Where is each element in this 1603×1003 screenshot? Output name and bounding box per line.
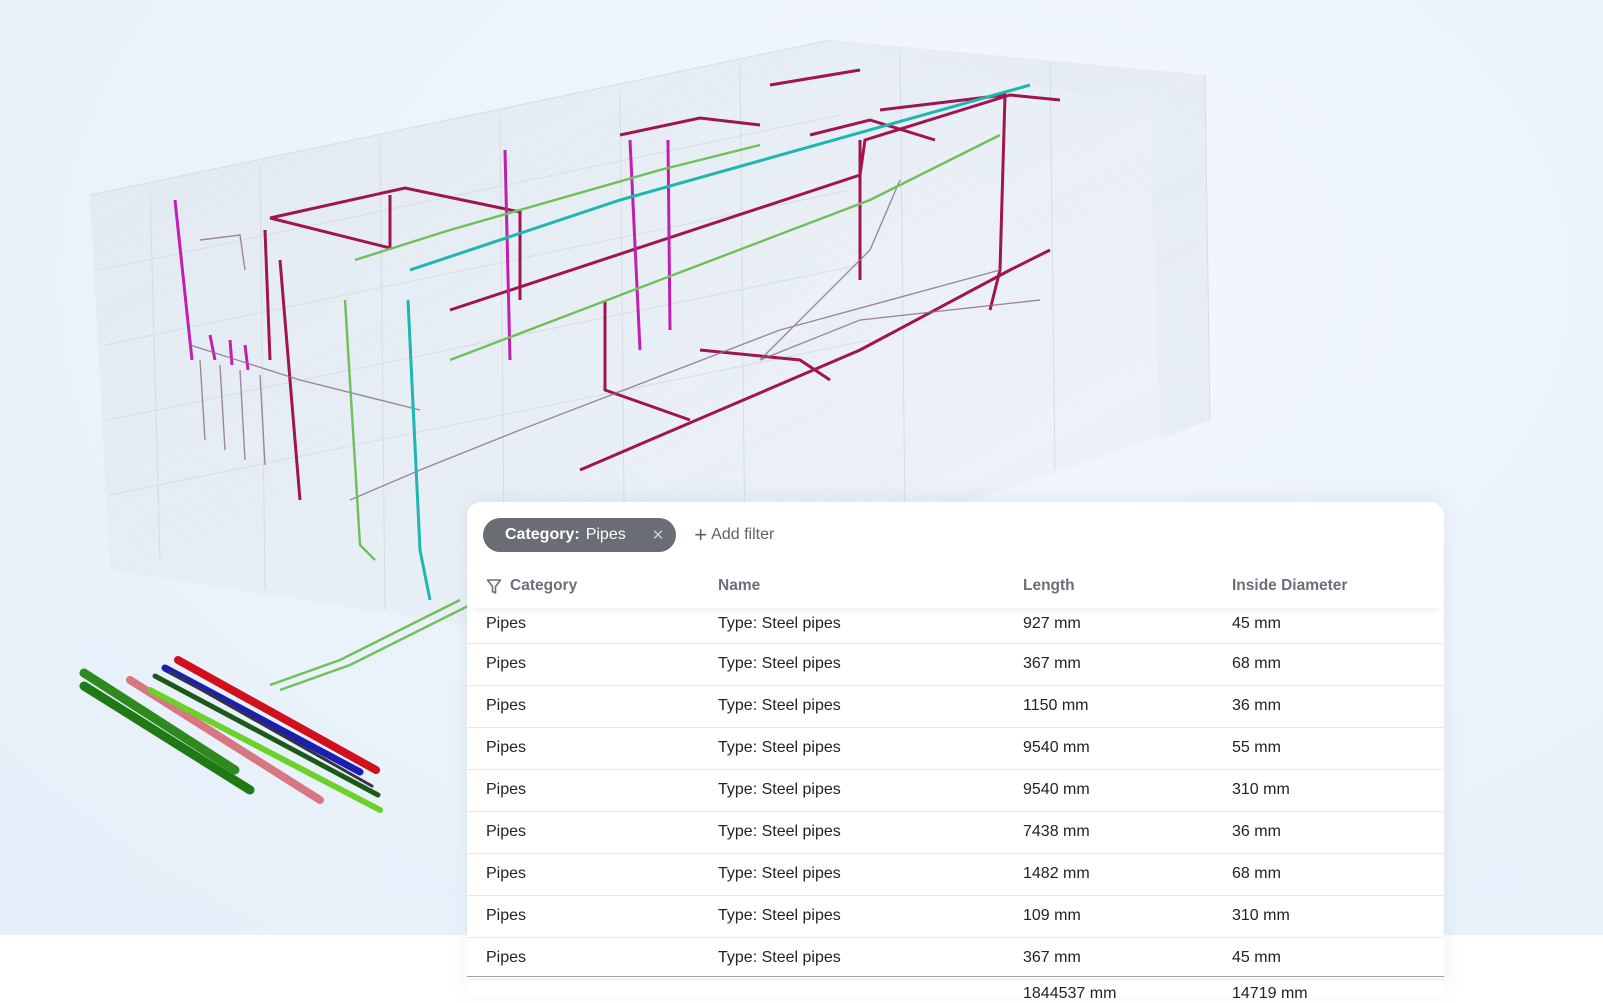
table-body: Pipes Type: Steel pipes 927 mm 45 mm Pip… (467, 608, 1444, 980)
cell-category: Pipes (486, 865, 527, 882)
table-row[interactable]: Pipes Type: Steel pipes 109 mm 310 mm (467, 896, 1444, 938)
cell-inside-diameter: 68 mm (1232, 655, 1281, 672)
table-row[interactable]: Pipes Type: Steel pipes 9540 mm 55 mm (467, 728, 1444, 770)
column-header-label: Category (510, 577, 578, 594)
funnel-icon[interactable] (486, 578, 502, 595)
cell-category: Pipes (486, 949, 527, 966)
cell-inside-diameter: 45 mm (1232, 949, 1281, 966)
cell-inside-diameter: 68 mm (1232, 865, 1281, 882)
cell-length: 927 mm (1023, 615, 1081, 632)
table-row[interactable]: Pipes Type: Steel pipes 7438 mm 36 mm (467, 812, 1444, 854)
crimson-pipe-network (263, 68, 1061, 501)
filter-bar: Category: Pipes ✕ + Add filter (483, 518, 774, 552)
add-filter-button[interactable]: + Add filter (694, 524, 774, 546)
cell-category: Pipes (486, 615, 527, 632)
cell-length: 367 mm (1023, 949, 1081, 966)
chip-key: Category: (505, 526, 580, 543)
table-totals-row: 1844537 mm 14719 mm (467, 976, 1444, 1002)
cell-length: 367 mm (1023, 655, 1081, 672)
cell-name: Type: Steel pipes (718, 949, 841, 966)
cell-inside-diameter: 36 mm (1232, 823, 1281, 840)
table-row[interactable]: Pipes Type: Steel pipes 9540 mm 310 mm (467, 770, 1444, 812)
cell-name: Type: Steel pipes (718, 781, 841, 798)
table-row[interactable]: Pipes Type: Steel pipes 367 mm 68 mm (467, 644, 1444, 686)
cell-name: Type: Steel pipes (718, 615, 841, 632)
table-row[interactable]: Pipes Type: Steel pipes 367 mm 45 mm (467, 938, 1444, 980)
cell-inside-diameter: 310 mm (1232, 907, 1290, 924)
column-header-category[interactable]: Category (486, 577, 577, 595)
cell-name: Type: Steel pipes (718, 907, 841, 924)
external-service-pipes (79, 656, 383, 813)
thin-pipe-network (189, 179, 1041, 501)
building-volume (89, 39, 1211, 640)
table-row[interactable]: Pipes Type: Steel pipes 1150 mm 36 mm (467, 686, 1444, 728)
cell-length: 9540 mm (1023, 781, 1090, 798)
cell-name: Type: Steel pipes (718, 655, 841, 672)
cell-name: Type: Steel pipes (718, 697, 841, 714)
cell-category: Pipes (486, 781, 527, 798)
cell-name: Type: Steel pipes (718, 823, 841, 840)
cell-inside-diameter: 45 mm (1232, 615, 1281, 632)
building-pipe-model (79, 39, 1211, 813)
cell-category: Pipes (486, 739, 527, 756)
cell-inside-diameter: 55 mm (1232, 739, 1281, 756)
column-header-length[interactable]: Length (1023, 577, 1075, 594)
cell-category: Pipes (486, 823, 527, 840)
magenta-pipe-network (173, 139, 672, 371)
cell-name: Type: Steel pipes (718, 739, 841, 756)
cell-length: 109 mm (1023, 907, 1081, 924)
cyan-pipe-network (406, 83, 1031, 601)
cell-length: 1150 mm (1023, 697, 1089, 714)
table-row[interactable]: Pipes Type: Steel pipes 1482 mm 68 mm (467, 854, 1444, 896)
cell-category: Pipes (486, 655, 527, 672)
category-filter-chip[interactable]: Category: Pipes ✕ (483, 518, 677, 552)
total-length: 1844537 mm (1023, 985, 1117, 1002)
total-inside-diameter: 14719 mm (1232, 985, 1308, 1002)
add-filter-label: Add filter (711, 526, 775, 543)
table-header: Category Name Length Inside Diameter (467, 564, 1444, 608)
pipe-schedule-panel: Category: Pipes ✕ + Add filter Category … (467, 502, 1444, 1002)
close-icon[interactable]: ✕ (651, 527, 665, 544)
cell-category: Pipes (486, 697, 527, 714)
column-header-inside-diameter[interactable]: Inside Diameter (1232, 577, 1348, 594)
cell-category: Pipes (486, 907, 527, 924)
plus-icon: + (694, 522, 708, 547)
cell-length: 1482 mm (1023, 865, 1090, 882)
column-header-name[interactable]: Name (718, 577, 761, 594)
cell-length: 9540 mm (1023, 739, 1090, 756)
cell-length: 7438 mm (1023, 823, 1090, 840)
table-row[interactable]: Pipes Type: Steel pipes 927 mm 45 mm (467, 608, 1444, 644)
green-pipe-network (269, 133, 1001, 692)
cell-inside-diameter: 310 mm (1232, 781, 1290, 798)
chip-value: Pipes (585, 526, 626, 543)
cell-name: Type: Steel pipes (718, 865, 841, 882)
cell-inside-diameter: 36 mm (1232, 697, 1281, 714)
